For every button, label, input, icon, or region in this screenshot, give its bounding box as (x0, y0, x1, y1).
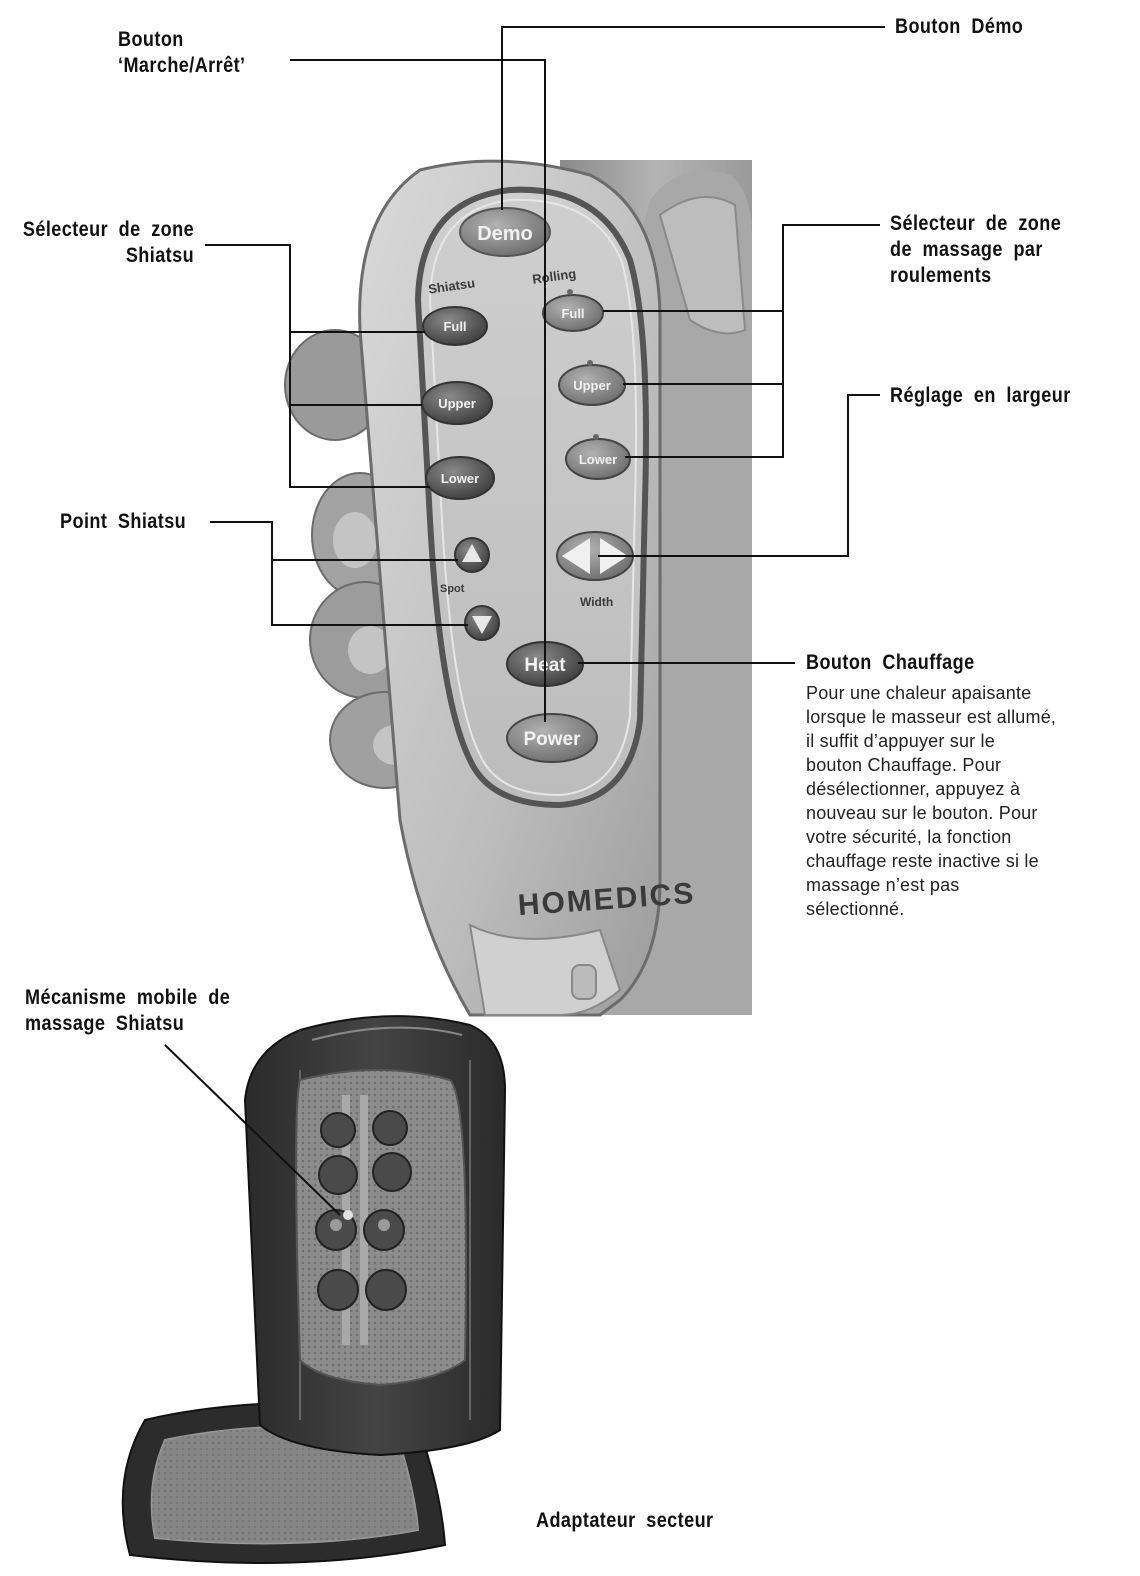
svg-text:Upper: Upper (573, 378, 611, 393)
label-spot: Point Shiatsu (60, 510, 187, 533)
label-rolling-zone: Sélecteur de zone de massage par rouleme… (890, 212, 1062, 287)
svg-text:Full: Full (443, 319, 466, 334)
leader-mechanism (164, 1044, 341, 1216)
massage-cushion-illustration (121, 1015, 507, 1564)
svg-text:Full: Full (561, 306, 584, 321)
leader-demo (501, 26, 885, 210)
label-shiatsu-zone: Sélecteur de zone Shiatsu (22, 218, 194, 267)
svg-text:Lower: Lower (579, 452, 617, 467)
rolling-full-button[interactable]: Full (542, 289, 604, 332)
svg-text:Lower: Lower (441, 471, 479, 486)
label-power-button: Bouton ‘Marche/Arrêt’ (118, 28, 246, 77)
leader-width (598, 394, 880, 557)
rolling-upper-button[interactable]: Upper (558, 360, 626, 406)
label-adapter: Adaptateur secteur (536, 1509, 714, 1532)
arrow-down-icon (472, 616, 492, 634)
label-width: Réglage en largeur (890, 384, 1071, 407)
leader-lines (164, 26, 885, 1216)
spot-down-button[interactable] (464, 605, 500, 641)
arrow-up-icon (462, 544, 482, 562)
width-panel-title: Width (580, 595, 613, 609)
demo-button[interactable]: Demo (459, 207, 551, 257)
heat-description: Pour une chaleur apaisante lorsque le ma… (806, 683, 1057, 919)
arrow-left-icon (562, 538, 590, 574)
rolling-lower-button[interactable]: Lower (565, 434, 631, 480)
leader-spot (210, 521, 468, 626)
leader-power (290, 59, 546, 722)
shiatsu-panel-title: Shiatsu (427, 275, 476, 296)
spot-up-button[interactable] (454, 537, 490, 573)
label-heat: Bouton Chauffage (806, 651, 975, 674)
rolling-panel-title: Rolling (531, 266, 577, 287)
leader-rolling-zone (625, 224, 880, 458)
label-demo-button: Bouton Démo (895, 15, 1024, 38)
spot-panel-title: Spot (440, 583, 465, 595)
shiatsu-full-button[interactable]: Full (422, 306, 488, 346)
svg-text:Demo: Demo (477, 223, 533, 245)
shiatsu-upper-button[interactable]: Upper (421, 381, 493, 425)
shiatsu-lower-button[interactable]: Lower (425, 456, 495, 500)
label-mechanism: Mécanisme mobile de massage Shiatsu (25, 986, 231, 1035)
svg-text:Upper: Upper (438, 396, 476, 411)
leader-shiatsu-zone (205, 244, 430, 488)
power-button[interactable]: Power (506, 713, 598, 763)
svg-text:Power: Power (523, 729, 581, 750)
